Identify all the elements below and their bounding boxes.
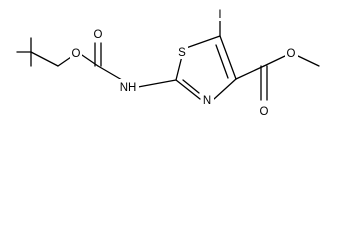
atom-carbamate-ester-oxygen: O [72,48,81,60]
bond-c5-to-c4 [219,35,237,80]
bond-carbonyl-c-to-nh [97,65,123,81]
bond-n3-to-c2 [175,79,201,100]
bond-c5-c4-double-inner [215,44,229,79]
atom-carbamate-carbonyl-oxygen: O [94,29,103,41]
atom-ester-carbonyl-oxygen: O [260,106,269,118]
structure-diagram: I S N NH O O O O [16,6,320,118]
bond-c4-to-ester-c [235,65,265,80]
bond-n3-c2-double-inner [182,79,200,94]
atom-sulfur: S [178,47,186,59]
bond-c2-to-s1 [175,55,183,81]
atom-labels: I S N NH O O O O [70,6,298,118]
bond-nh-to-c2 [137,79,177,88]
atom-ring-nitrogen: N [203,95,211,107]
bonds [16,19,320,101]
atom-iodine: I [218,9,221,21]
bond-tbu-to-methylene [30,51,59,67]
bond-s1-to-c5 [185,35,221,49]
atom-ester-ether-oxygen: O [287,48,296,60]
bond-ester-c-to-ether-o [263,55,286,67]
atom-amide-nh: NH [120,82,137,94]
bond-c4-to-n3 [213,78,237,100]
bond-ether-o-to-methyl [297,55,320,67]
